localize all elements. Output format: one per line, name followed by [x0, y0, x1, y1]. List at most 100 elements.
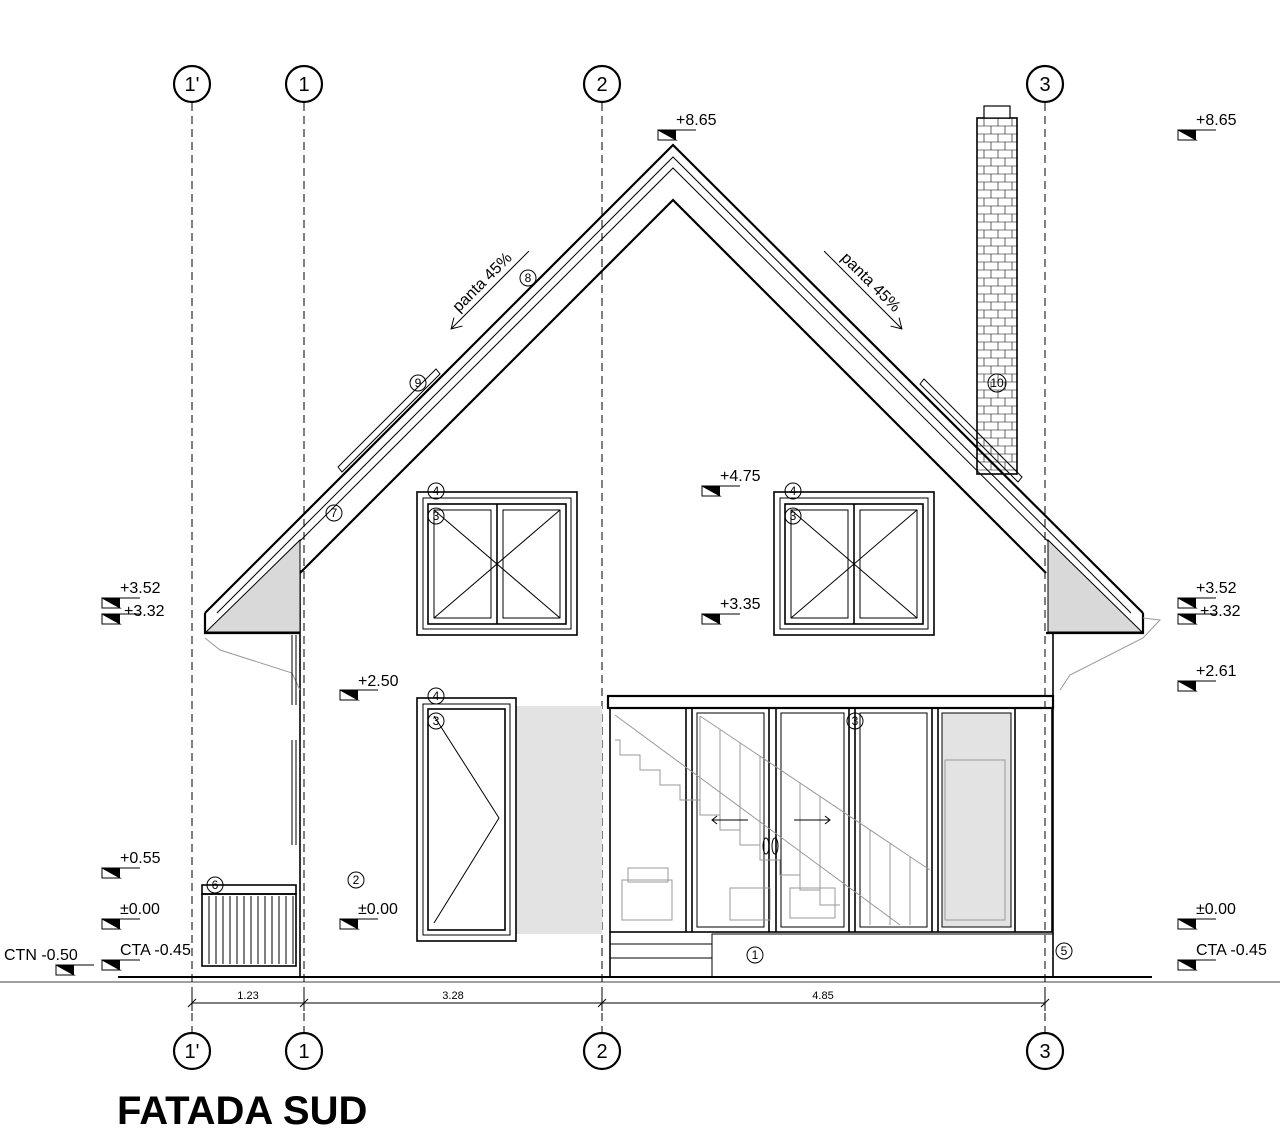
level-eave-left-top: +3.52 [120, 580, 161, 597]
level-texts: +8.65 +8.65 +3.52 +3.32 +3.52 +3.32 +4.7… [4, 112, 1267, 964]
level-eave-right-top: +3.52 [1196, 580, 1237, 597]
terrace-left [201, 635, 297, 967]
level-triangle [1177, 613, 1216, 625]
marker-4-door: 4 [427, 687, 445, 705]
level-floor-left: ±0.00 [120, 901, 160, 918]
svg-text:2: 2 [353, 873, 360, 887]
axis-bubble-bottom-2: 2 [582, 1031, 622, 1071]
dim-4-85: 4.85 [812, 990, 833, 1002]
axis-bubble-bottom-3: 3 [1025, 1031, 1065, 1071]
level-triangle [101, 597, 140, 609]
axis-bubble-bottom-1prime: 1' [172, 1031, 212, 1071]
marker-9: 9 [409, 374, 427, 392]
gutters [204, 617, 1162, 691]
level-terrace: +0.55 [120, 850, 161, 867]
level-cta-left: CTA -0.45 [120, 942, 191, 959]
drawing-title: FATADA SUD [117, 1089, 367, 1133]
marker-4-win-left: 4 [427, 482, 445, 500]
level-triangle [101, 959, 140, 971]
svg-text:3: 3 [433, 714, 440, 728]
svg-text:1': 1' [185, 74, 200, 96]
level-window-top: +4.75 [720, 468, 761, 485]
level-triangle [339, 918, 378, 930]
svg-text:1: 1 [298, 1041, 309, 1063]
level-triangle [55, 964, 94, 976]
axis-bubble-top-2: 2 [582, 64, 622, 104]
svg-text:4: 4 [433, 484, 440, 498]
svg-text:8: 8 [525, 271, 532, 285]
marker-3-facade: 3 [846, 712, 864, 730]
level-ridge-right: +8.65 [1196, 112, 1237, 129]
level-triangle [101, 613, 140, 625]
level-triangle [1177, 680, 1216, 692]
glazed-facade [606, 694, 1055, 978]
level-floor-right: ±0.00 [1196, 901, 1236, 918]
level-window-bottom: +3.35 [720, 596, 761, 613]
marker-3-win-left: 3 [427, 507, 445, 525]
svg-text:1: 1 [752, 948, 759, 962]
svg-text:3: 3 [1039, 1041, 1050, 1063]
level-triangle [339, 689, 378, 701]
svg-text:panta 45%: panta 45% [837, 250, 903, 316]
svg-text:5: 5 [1061, 944, 1068, 958]
dimension-line: 1.23 3.28 4.85 [187, 990, 1050, 1011]
marker-4-win-right: 4 [784, 482, 802, 500]
marker-6: 6 [206, 876, 224, 894]
level-triangle [1177, 959, 1216, 971]
svg-text:10: 10 [990, 376, 1004, 390]
level-triangle [1177, 597, 1216, 609]
level-eave-left-bottom: +3.32 [124, 603, 165, 620]
door-left [416, 697, 602, 942]
level-triangle [701, 485, 740, 497]
svg-text:3: 3 [790, 509, 797, 523]
svg-text:2: 2 [596, 1041, 607, 1063]
roof [203, 143, 1145, 635]
level-marks [55, 129, 1216, 976]
window-upper-left [416, 491, 578, 636]
axis-bubble-bottom-1: 1 [284, 1031, 324, 1071]
slope-right: panta 45% [823, 250, 903, 330]
svg-text:1': 1' [185, 1041, 200, 1063]
svg-text:3: 3 [852, 714, 859, 728]
level-triangle [101, 918, 140, 930]
svg-text:3: 3 [1039, 74, 1050, 96]
svg-text:6: 6 [212, 878, 219, 892]
axis-bubble-top-1: 1 [284, 64, 324, 104]
marker-10: 10 [987, 373, 1007, 393]
slope-left: panta 45% [450, 250, 530, 330]
svg-text:panta 45%: panta 45% [450, 250, 516, 316]
marker-7: 7 [325, 504, 343, 522]
level-ctn: CTN -0.50 [4, 947, 78, 964]
svg-text:4: 4 [790, 484, 797, 498]
axis-bubble-top-1prime: 1' [172, 64, 212, 104]
marker-3-win-right: 3 [784, 507, 802, 525]
level-triangle [1177, 918, 1216, 930]
level-triangle [657, 129, 696, 141]
level-ridge-center: +8.65 [676, 112, 717, 129]
level-cta-right: CTA -0.45 [1196, 942, 1267, 959]
level-floor-mid: ±0.00 [358, 901, 398, 918]
svg-text:3: 3 [433, 509, 440, 523]
axis-bubble-top-3: 3 [1025, 64, 1065, 104]
level-canopy: +2.61 [1196, 663, 1237, 680]
svg-text:7: 7 [331, 506, 338, 520]
marker-1: 1 [746, 946, 764, 964]
svg-text:9: 9 [415, 376, 422, 390]
svg-text:2: 2 [596, 74, 607, 96]
dim-3-28: 3.28 [442, 990, 463, 1002]
level-triangle [1177, 129, 1216, 141]
marker-3-door: 3 [427, 712, 445, 730]
chimney [976, 105, 1018, 475]
marker-2: 2 [347, 871, 365, 889]
marker-5: 5 [1055, 942, 1073, 960]
window-upper-right [773, 491, 935, 636]
svg-text:1: 1 [298, 74, 309, 96]
dim-1-23: 1.23 [237, 990, 258, 1002]
svg-text:4: 4 [433, 689, 440, 703]
level-triangle [701, 613, 740, 625]
marker-8: 8 [519, 269, 537, 287]
level-triangle [101, 867, 140, 879]
level-eave-right-bottom: +3.32 [1200, 603, 1241, 620]
level-door-top: +2.50 [358, 673, 399, 690]
